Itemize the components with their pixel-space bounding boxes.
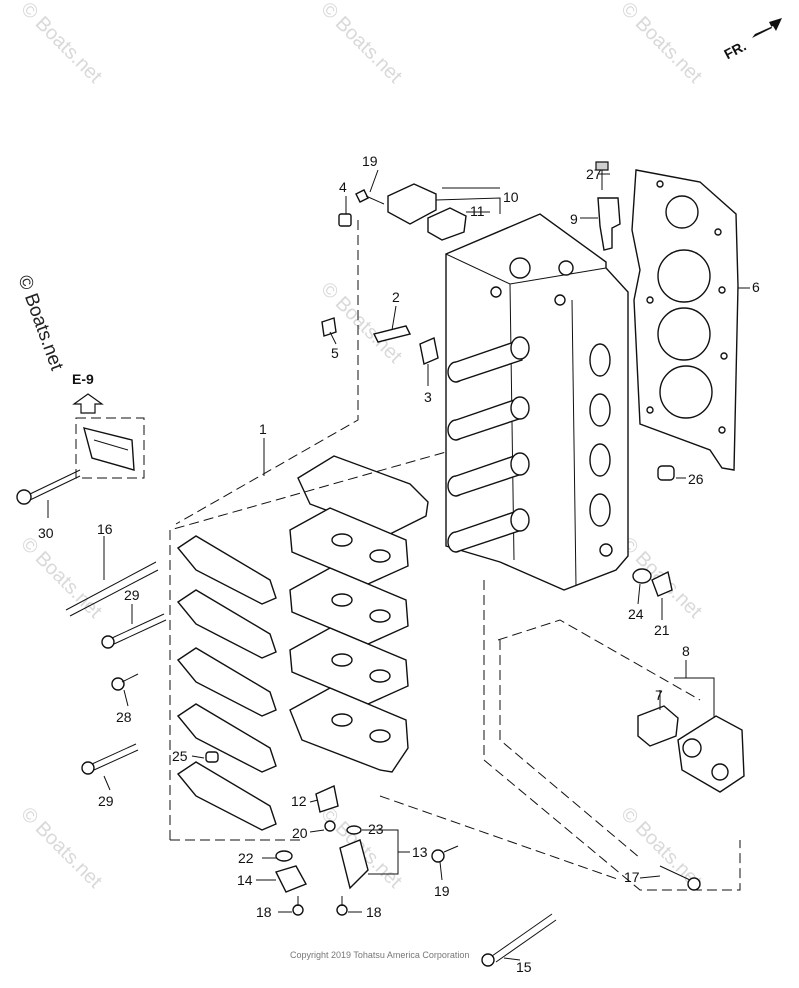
- watermark: © Boats.net: [16, 533, 106, 623]
- cylinder-head: [445, 213, 629, 591]
- callout-20: 20: [292, 825, 308, 841]
- callout-5: 5: [331, 345, 339, 361]
- callout-8: 8: [682, 643, 690, 659]
- ref-e9: E-9: [72, 371, 145, 479]
- leader-lines: [47, 169, 750, 961]
- callout-17: 17: [624, 869, 640, 885]
- watermark: © Boats.net: [316, 0, 406, 88]
- callout-22: 22: [238, 850, 254, 866]
- callout-7: 7: [655, 687, 663, 703]
- head-gasket: [631, 169, 739, 471]
- callout-11: 11: [470, 203, 485, 219]
- callout-19a: 19: [362, 153, 378, 169]
- callout-14: 14: [237, 872, 253, 888]
- watermark: © Boats.net: [616, 0, 706, 88]
- ref-e9-label: E-9: [72, 371, 94, 387]
- callout-6: 6: [752, 279, 760, 295]
- callout-28: 28: [116, 709, 132, 725]
- callout-30: 30: [38, 525, 54, 541]
- callout-3: 3: [424, 389, 432, 405]
- callout-15: 15: [516, 959, 532, 975]
- callout-26: 26: [688, 471, 704, 487]
- bracket-part: [83, 427, 135, 471]
- callout-18a: 18: [256, 904, 272, 920]
- callout-29b: 29: [98, 793, 114, 809]
- callout-12: 12: [291, 793, 307, 809]
- front-label: FR.: [721, 38, 748, 63]
- cam-caps: [289, 455, 429, 773]
- watermark: © Boats.net: [16, 803, 106, 893]
- callout-23: 23: [368, 821, 384, 837]
- callout-24: 24: [628, 606, 644, 622]
- callout-29a: 29: [124, 587, 140, 603]
- small-parts: [16, 161, 745, 967]
- front-direction-indicator: FR.: [721, 18, 782, 62]
- callout-21: 21: [654, 622, 670, 638]
- callout-27: 27: [586, 166, 602, 182]
- callout-4: 4: [339, 179, 347, 195]
- side-watermark: © Boats.net: [13, 273, 67, 374]
- callout-25: 25: [172, 748, 188, 764]
- assembly-lines: [169, 220, 741, 891]
- rocker-arms: [176, 535, 277, 831]
- callouts: 1 2 3 4 5 6 7 8 9 10 11 12 13 14 15 16 1…: [38, 153, 760, 975]
- cam-journals: [447, 336, 530, 553]
- exhaust-ports: [589, 343, 611, 527]
- callout-13: 13: [412, 844, 428, 860]
- callout-19b: 19: [434, 883, 450, 899]
- callout-16: 16: [97, 521, 113, 537]
- callout-9: 9: [570, 211, 578, 227]
- up-arrow-icon: [72, 393, 104, 414]
- callout-18b: 18: [366, 904, 382, 920]
- front-arrow-icon: [752, 18, 782, 38]
- callout-10: 10: [503, 189, 519, 205]
- callout-1: 1: [259, 421, 267, 437]
- callout-2: 2: [392, 289, 400, 305]
- copyright-notice: Copyright 2019 Tohatsu America Corporati…: [290, 950, 469, 960]
- watermark: © Boats.net: [16, 0, 106, 88]
